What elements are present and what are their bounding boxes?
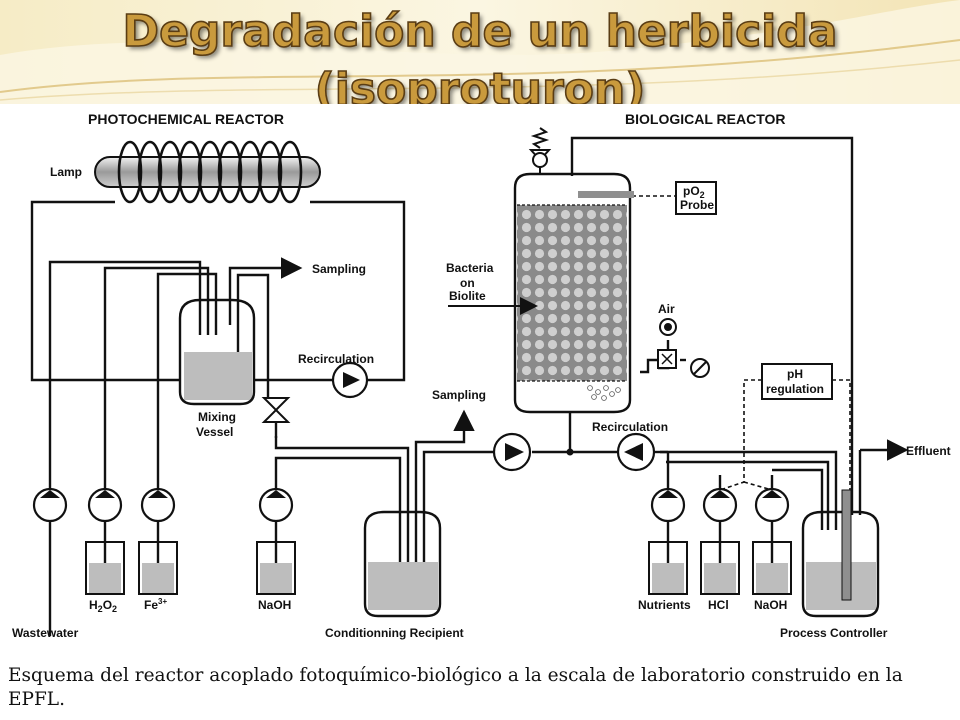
label-bacteria-line3: Biolite <box>449 289 486 303</box>
ph-regulation-box <box>761 363 833 400</box>
label-mixing-vessel-line1: Mixing <box>198 410 236 424</box>
label-ph-regulation: regulation <box>766 382 824 396</box>
conditioning-recipient <box>363 510 442 618</box>
bottle-naoh-right <box>752 541 792 595</box>
reactor-diagram: PHOTOCHEMICAL REACTOR BIOLOGICAL REACTOR… <box>0 104 960 659</box>
pressure-relief-icon <box>528 127 552 174</box>
label-bacteria-line1: Bacteria <box>446 261 494 275</box>
bottle-fe <box>138 541 178 595</box>
header-photochemical-reactor: PHOTOCHEMICAL REACTOR <box>88 111 284 127</box>
label-po2: pO2 <box>683 184 705 200</box>
bottle-nutrients <box>648 541 688 595</box>
label-air: Air <box>658 302 675 316</box>
mixing-vessel <box>178 298 256 406</box>
valve-icon <box>261 397 291 423</box>
header-biological-reactor: BIOLOGICAL REACTOR <box>625 111 786 127</box>
uv-lamp <box>94 140 321 204</box>
label-recirculation-right: Recirculation <box>592 420 668 434</box>
process-controller-vessel <box>801 489 880 618</box>
label-recirculation-left: Recirculation <box>298 352 374 366</box>
air-pump-icon <box>657 318 710 378</box>
bottle-naoh-left <box>256 541 296 595</box>
label-sampling-mid: Sampling <box>432 388 486 402</box>
label-hcl: HCl <box>708 598 729 612</box>
bottle-hcl <box>700 541 740 595</box>
label-naoh-left: NaOH <box>258 598 291 612</box>
label-fe3: Fe3+ <box>144 597 167 612</box>
label-bacteria-line2: on <box>460 276 475 290</box>
label-effluent: Effluent <box>906 444 951 458</box>
figure-caption: Esquema del reactor acoplado fotoquímico… <box>8 665 903 710</box>
label-conditioning-recipient: Conditionning Recipient <box>325 626 464 640</box>
label-process-controller: Process Controller <box>780 626 888 640</box>
slide-title-line-1: Degradación de un herbicida <box>122 6 839 57</box>
bottle-h2o2 <box>85 541 125 595</box>
label-ph: pH <box>787 367 803 381</box>
label-probe: Probe <box>680 198 714 212</box>
label-naoh-right: NaOH <box>754 598 787 612</box>
label-mixing-vessel-line2: Vessel <box>196 425 233 439</box>
label-wastewater: Wastewater <box>12 626 79 640</box>
label-h2o2: H2O2 <box>89 598 117 614</box>
label-nutrients: Nutrients <box>638 598 691 612</box>
po2-probe-box <box>675 181 717 215</box>
title-background-swoosh <box>0 0 960 110</box>
label-sampling-top: Sampling <box>312 262 366 276</box>
label-lamp: Lamp <box>50 165 82 179</box>
biological-reactor-column <box>513 172 634 414</box>
